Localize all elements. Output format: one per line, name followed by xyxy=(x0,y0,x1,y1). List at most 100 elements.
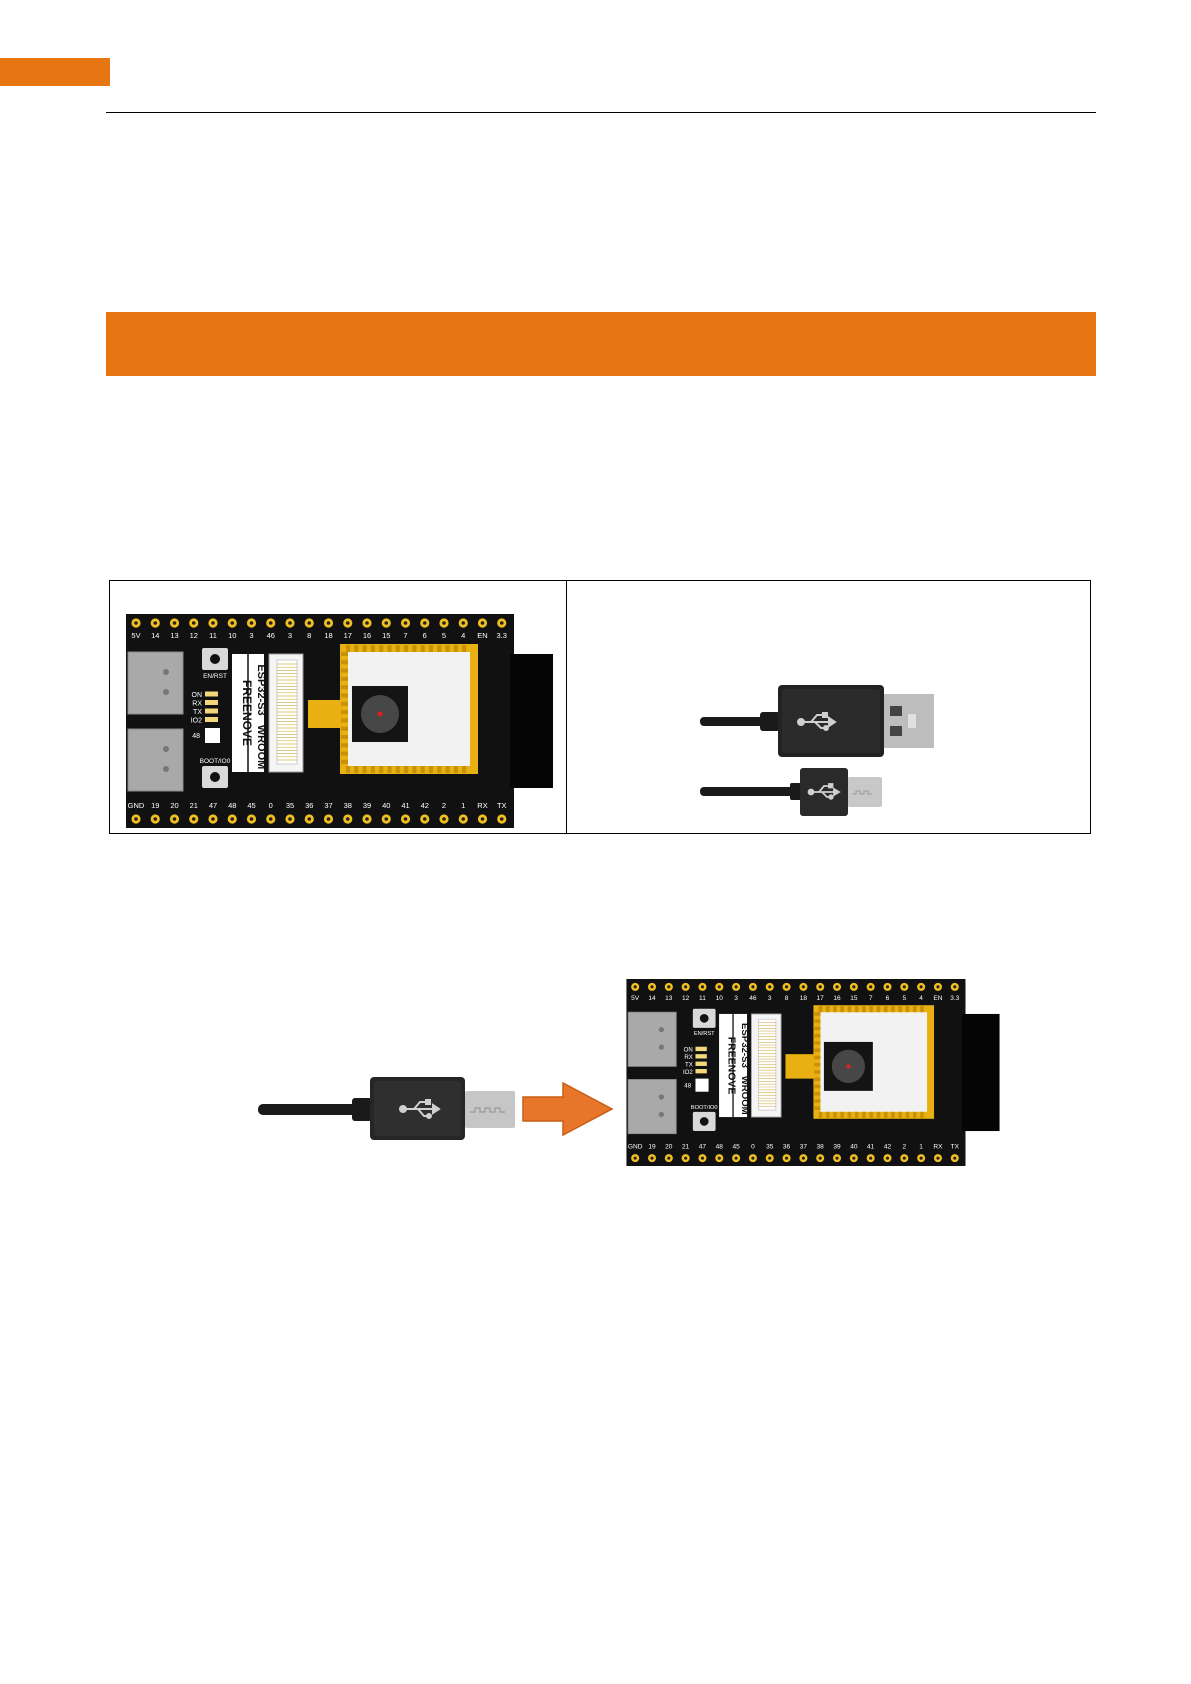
pin-hole xyxy=(885,1156,890,1160)
pin-label: 3 xyxy=(734,995,738,1002)
pin-hole xyxy=(384,621,389,625)
module-pad xyxy=(453,645,458,652)
pin-label: 46 xyxy=(267,631,275,640)
side-connector xyxy=(127,651,184,715)
pin-hole xyxy=(499,817,504,821)
pin-hole xyxy=(307,817,312,821)
module-pad xyxy=(905,1111,910,1118)
rgb-led-48 xyxy=(205,728,220,743)
pin-label: 3 xyxy=(768,995,772,1002)
reset-button-cap xyxy=(699,1013,709,1023)
side-connector xyxy=(627,1011,677,1067)
pin-label: TX xyxy=(497,801,507,810)
pin-label: 41 xyxy=(867,1144,875,1151)
pin-hole xyxy=(734,1156,738,1160)
pin-hole xyxy=(461,621,466,625)
pin-label: 20 xyxy=(665,1144,673,1151)
module-pad xyxy=(825,1111,830,1118)
module-pad xyxy=(341,685,348,690)
pin-label: 18 xyxy=(800,995,808,1002)
pin-label: 42 xyxy=(884,1144,892,1151)
boot-button-label: BOOT/IO0 xyxy=(691,1105,718,1111)
pin-label: EN xyxy=(477,631,487,640)
module-pad xyxy=(429,645,433,652)
module-pad xyxy=(341,693,348,698)
pin-hole xyxy=(268,621,273,625)
micro-usb-cable-large xyxy=(258,1077,614,1140)
module-pad xyxy=(883,1006,888,1013)
pin-label: GND xyxy=(628,1144,643,1151)
pin-label: 48 xyxy=(716,1144,724,1151)
pin-hole xyxy=(667,1156,671,1160)
module-pad xyxy=(395,645,400,652)
module-pad xyxy=(453,766,458,773)
module-pad xyxy=(814,1012,821,1016)
module-pad xyxy=(379,645,384,652)
module-pad xyxy=(370,766,375,773)
pin-label: 14 xyxy=(648,995,656,1002)
led-48-label: 48 xyxy=(684,1082,691,1089)
pin-hole xyxy=(902,985,906,989)
pin-label: 21 xyxy=(190,801,198,810)
usb-symbol-icon xyxy=(399,1099,441,1119)
module-pad xyxy=(362,645,367,652)
module-pad xyxy=(912,1006,917,1013)
pin-label: 39 xyxy=(363,801,371,810)
status-led xyxy=(205,708,218,714)
pin-hole xyxy=(936,1156,940,1160)
pin-hole xyxy=(365,621,369,625)
pin-label: 4 xyxy=(461,631,465,640)
brand-label: FREENOVE xyxy=(240,680,254,746)
pin-label: 15 xyxy=(382,631,390,640)
status-led xyxy=(695,1046,707,1052)
module-pad xyxy=(341,751,348,756)
module-pad xyxy=(814,1106,821,1110)
pin-label: 35 xyxy=(286,801,294,810)
pin-label: RX xyxy=(933,1144,943,1151)
status-led xyxy=(205,691,218,697)
module-pad xyxy=(346,645,350,652)
module-pad xyxy=(814,1099,821,1103)
boot-button-cap xyxy=(210,772,220,782)
pin-label: 38 xyxy=(344,801,352,810)
pin-hole xyxy=(172,817,177,821)
pin-hole xyxy=(442,621,446,625)
pin-hole xyxy=(684,985,688,989)
led-label: ON xyxy=(684,1047,693,1054)
module-pad xyxy=(891,1006,895,1013)
connector-dot xyxy=(163,689,169,695)
pin-hole xyxy=(134,817,138,821)
status-led xyxy=(695,1054,707,1059)
rgb-led-48 xyxy=(695,1078,709,1092)
pin-hole xyxy=(650,985,654,989)
pin-label: 37 xyxy=(324,801,332,810)
pin-label: 18 xyxy=(324,631,332,640)
pin-label: EN xyxy=(933,995,942,1002)
pin-hole xyxy=(480,621,485,625)
pin-label: 19 xyxy=(648,1144,656,1151)
pin-hole xyxy=(633,1156,637,1160)
pin-label: 1 xyxy=(461,801,465,810)
module-label: WROOM xyxy=(255,725,267,770)
pin-label: 19 xyxy=(151,801,159,810)
led-48-label: 48 xyxy=(192,733,200,740)
pin-hole xyxy=(442,817,446,821)
side-connector xyxy=(627,1079,677,1135)
module-pad xyxy=(814,1091,821,1096)
pin-label: 7 xyxy=(403,631,407,640)
pin-hole xyxy=(422,621,427,625)
connector-dot xyxy=(163,746,169,752)
pin-label: 17 xyxy=(344,631,352,640)
pin-label: 36 xyxy=(783,1144,791,1151)
module-pad xyxy=(854,1111,859,1118)
module-pad xyxy=(420,766,425,773)
status-led xyxy=(695,1061,707,1066)
pin-hole xyxy=(191,817,196,821)
led-label: RX xyxy=(684,1054,693,1061)
module-label: WROOM xyxy=(739,1076,750,1115)
header-accent-tab xyxy=(0,58,110,86)
pin-hole xyxy=(288,817,292,821)
pin-label: 47 xyxy=(699,1144,707,1151)
module-pad xyxy=(920,1006,924,1013)
